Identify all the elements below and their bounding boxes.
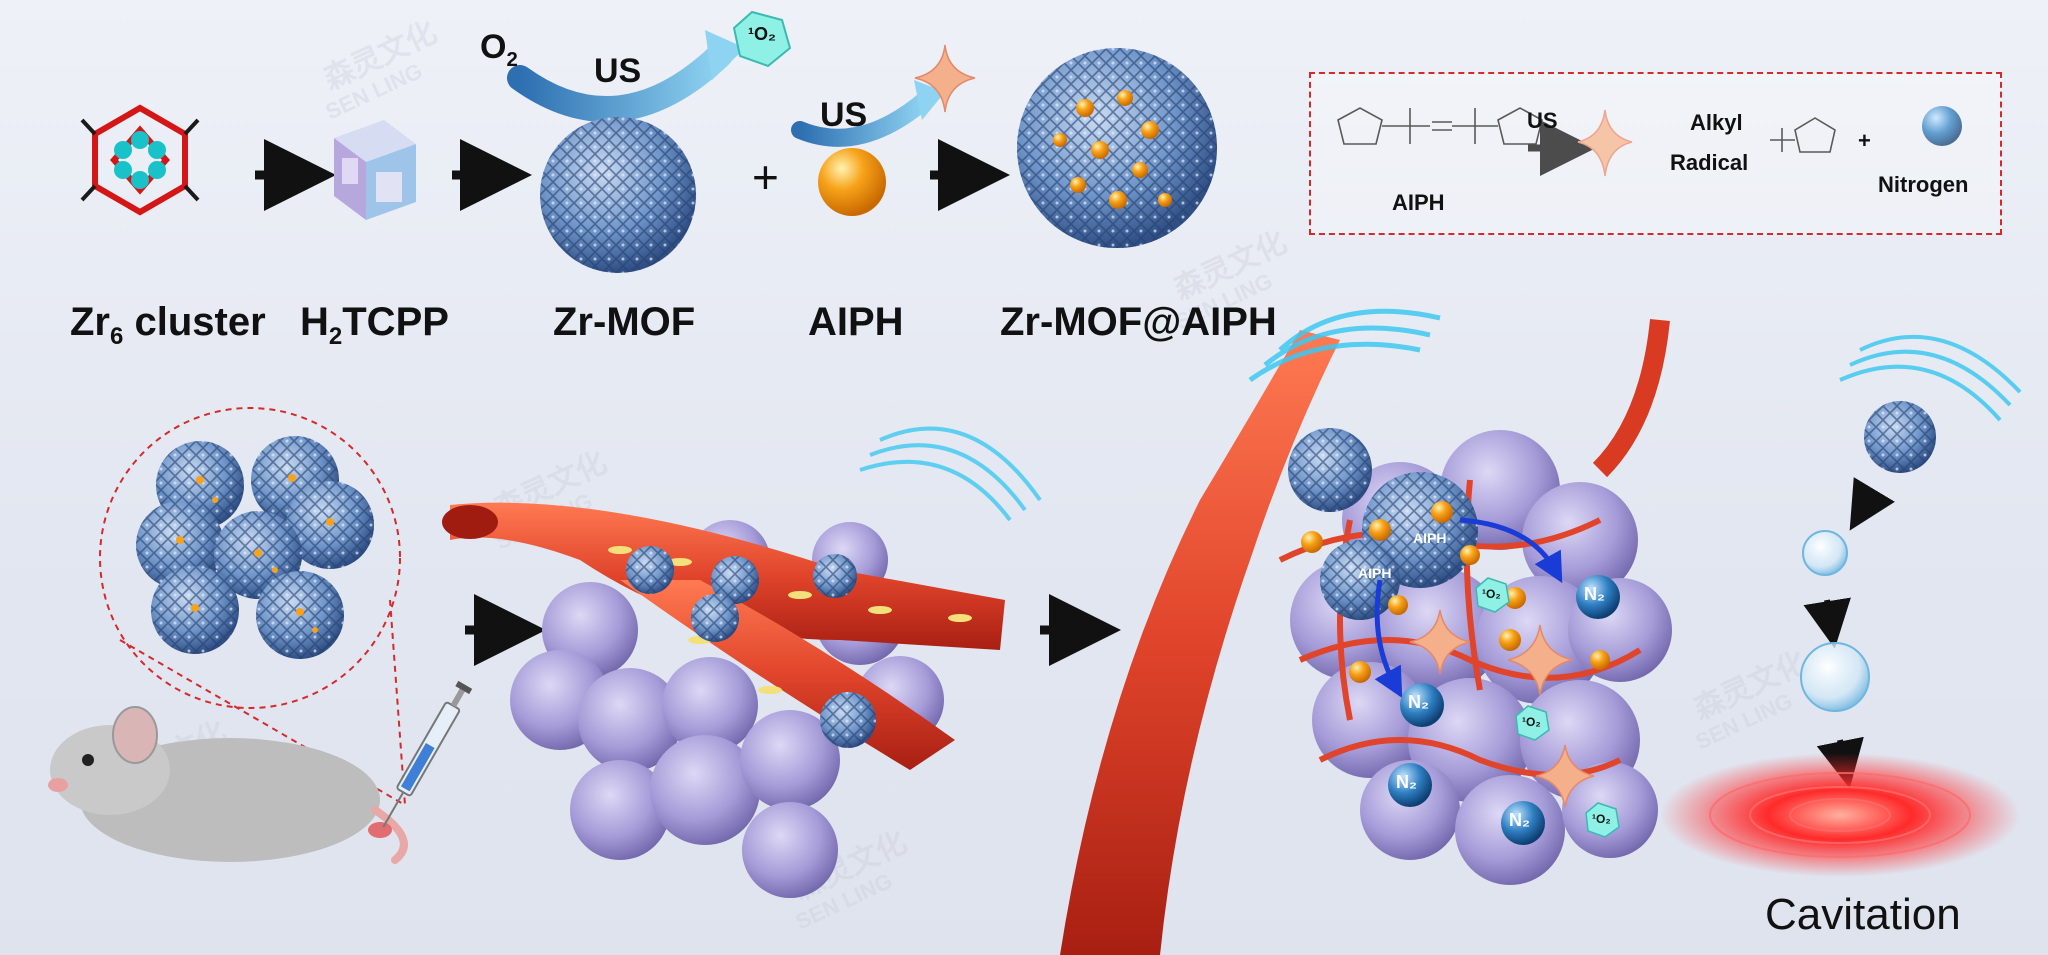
zoom-line (389, 599, 406, 806)
zoom-circle (99, 407, 401, 709)
tumor-aiph-label-b: AIPH (1358, 565, 1392, 581)
arrow-down (1849, 477, 1895, 531)
plus-sign: + (752, 151, 779, 203)
radical-label: Radical (1670, 150, 1749, 175)
alkyl-radical-icon (914, 44, 976, 113)
cavitation-rings (1709, 772, 1971, 858)
singlet-oxygen-label: ¹O₂ (748, 24, 776, 44)
tumor-n2-label: N₂ (1584, 584, 1605, 604)
bubble-small (1802, 530, 1848, 576)
us-label-1: US (594, 52, 642, 90)
alkyl-radical-icon (1577, 109, 1633, 177)
zr-mof-aiph-label: Zr-MOF@AIPH (1000, 300, 1277, 344)
cavitation-label: Cavitation (1765, 890, 1961, 939)
ultrasound-waves (1248, 308, 1441, 383)
cavitation-burst (1660, 753, 2020, 877)
large-blood-vessel (1060, 330, 1340, 955)
tumor-aiph-label-a: AIPH (1413, 530, 1447, 546)
h2tcpp-label: H2TCPP (300, 300, 449, 350)
tumor-n2-label: N₂ (1408, 692, 1429, 712)
zr-mof-label: Zr-MOF (553, 300, 696, 344)
ultrasound-arrow (507, 42, 733, 123)
blood-vessel-branch (1592, 319, 1670, 478)
us-label-2: US (820, 96, 868, 134)
aiph-label: AIPH (808, 300, 904, 344)
nitrogen-sphere (1922, 106, 1962, 146)
tumor-singlet-label: ¹O₂ (1522, 715, 1541, 729)
zr6-cluster-icon (80, 104, 200, 216)
tumor-singlet-label: ¹O₂ (1482, 587, 1501, 601)
cavitation-nanoparticle-mesh (1864, 401, 1936, 473)
loaded-aiph-dots (1053, 90, 1172, 209)
vessel-opening (442, 505, 498, 539)
o2-label: O2 (480, 28, 518, 71)
tumor-radicals (1409, 609, 1595, 808)
aiph-structure (1337, 107, 1543, 145)
nitrogen-label: Nitrogen (1878, 172, 1969, 197)
mechanism-us-label: US (1527, 108, 1558, 133)
tumor-n2-label: N₂ (1396, 772, 1417, 792)
tumor-aiph-dots (1301, 501, 1610, 683)
mechanism-aiph-label: AIPH (1392, 190, 1445, 215)
blue-pathway-arrows (1374, 517, 1563, 699)
arrow-down (1803, 597, 1851, 649)
mouse-illustration (48, 706, 408, 864)
radical-structure (1770, 117, 1836, 153)
alkyl-label: Alkyl (1690, 110, 1743, 135)
bubble-large (1800, 642, 1870, 712)
tumor-singlet-oxygen (1475, 577, 1620, 838)
ultrasound-arrow (791, 91, 934, 147)
zr-mof-aiph-mesh (1017, 48, 1217, 248)
zr6-cluster-label: Zr6 cluster (70, 300, 266, 350)
nanoparticle-cluster (136, 436, 374, 659)
h2tcpp-cube-icon (334, 120, 416, 220)
syringe-icon (382, 680, 473, 828)
tumor-n2-label: N₂ (1509, 810, 1530, 830)
vessel-nanoparticles (626, 546, 876, 748)
tumor-n2-spheres (1388, 575, 1620, 845)
mechanism-box (1309, 72, 2002, 235)
ultrasound-waves (1839, 334, 2022, 422)
singlet-oxygen-icon (732, 10, 792, 68)
ultrasound-arrow-head (705, 30, 745, 80)
ultrasound-waves (859, 426, 1042, 522)
aiph-sphere (818, 148, 886, 216)
zr-mof-mesh (540, 117, 696, 273)
mechanism-plus: + (1858, 128, 1871, 153)
tumor-singlet-label: ¹O₂ (1592, 812, 1611, 826)
